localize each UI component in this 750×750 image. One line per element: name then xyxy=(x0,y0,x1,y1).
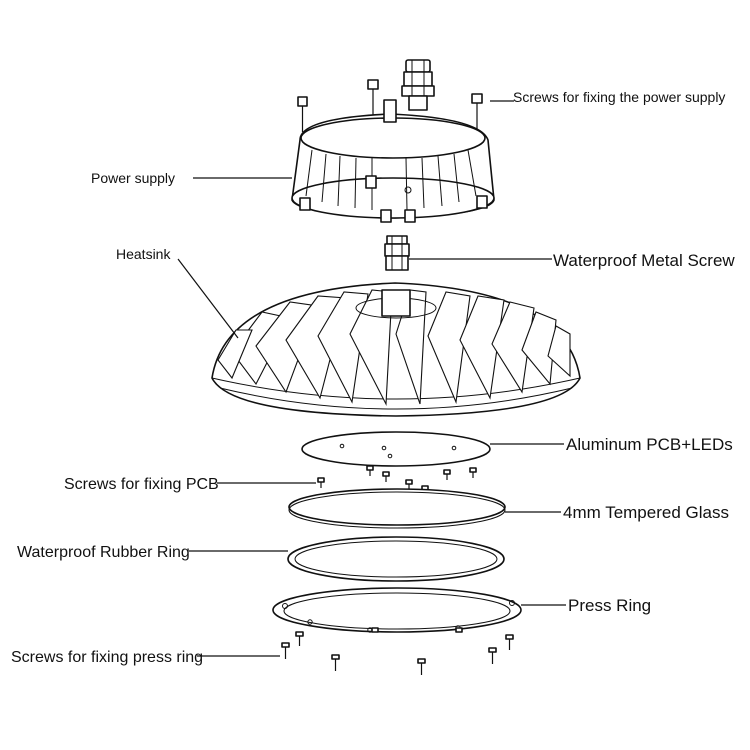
waterproof-metal-screw-part xyxy=(384,235,410,271)
heatsink-fins xyxy=(217,289,571,407)
top-screw-right xyxy=(471,93,483,130)
press-ring-screws xyxy=(281,627,514,675)
leader-lines xyxy=(177,100,566,657)
label-tempered-glass: 4mm Tempered Glass xyxy=(563,503,729,522)
power-supply-part xyxy=(291,59,495,223)
label-screws-power-supply: Screws for fixing the power supply xyxy=(513,89,725,105)
pcb-screws xyxy=(317,465,477,496)
top-screw-mid xyxy=(367,79,379,116)
heatsink-part xyxy=(211,282,581,417)
aluminum-pcb-part xyxy=(301,431,491,467)
label-aluminum-pcb: Aluminum PCB+LEDs xyxy=(566,435,733,454)
label-power-supply: Power supply xyxy=(91,170,175,186)
cable-gland xyxy=(401,59,435,111)
label-screws-pcb: Screws for fixing PCB xyxy=(64,476,219,493)
press-ring-part xyxy=(272,587,522,633)
label-rubber-ring: Waterproof Rubber Ring xyxy=(17,544,190,561)
rubber-ring-part xyxy=(287,536,505,582)
label-screws-press-ring: Screws for fixing press ring xyxy=(11,649,203,666)
label-press-ring: Press Ring xyxy=(568,596,651,615)
top-screw-left xyxy=(297,96,308,132)
label-heatsink: Heatsink xyxy=(116,246,171,262)
tempered-glass-part xyxy=(288,488,506,529)
label-waterproof-metal-screw: Waterproof Metal Screw xyxy=(553,251,735,270)
